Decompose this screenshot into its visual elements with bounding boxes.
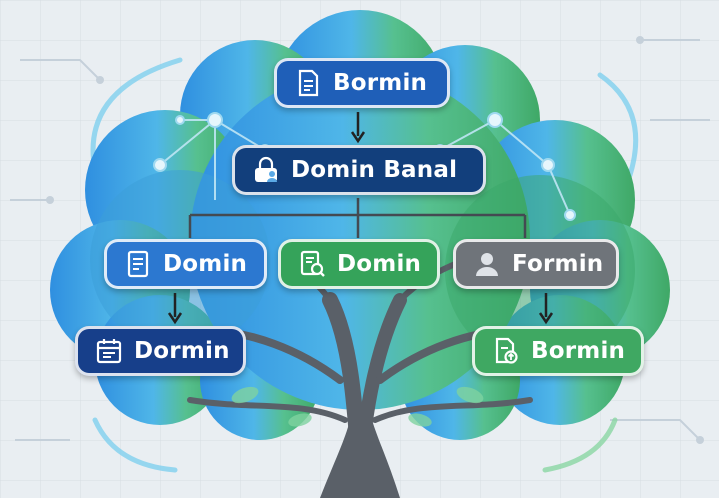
node-bottom-right-label: Bormin xyxy=(531,338,626,364)
node-top-label: Bormin xyxy=(333,70,428,96)
node-bottom-left-label: Dormin xyxy=(134,338,230,364)
node-left-label: Domin xyxy=(163,251,248,277)
document-icon xyxy=(298,69,319,97)
glow-arc-left xyxy=(90,57,183,173)
node-left[interactable]: Domin xyxy=(104,239,267,289)
circuit-dots xyxy=(46,36,704,444)
lock-user-icon xyxy=(255,156,277,182)
document-upload-icon xyxy=(495,337,518,364)
node-right-label: Formin xyxy=(512,251,604,277)
node-root-label: Domin Banal xyxy=(291,157,458,183)
user-icon xyxy=(476,253,498,276)
node-right[interactable]: Formin xyxy=(453,239,619,289)
circuit-lines xyxy=(10,39,710,441)
glow-arc-bottom-left xyxy=(92,417,178,473)
node-center-label: Domin xyxy=(337,251,422,277)
tree-trunk xyxy=(320,420,400,498)
glow-arc-bottom-right xyxy=(542,417,618,473)
arrow-right-to-bottom-right xyxy=(538,293,554,325)
node-top[interactable]: Bormin xyxy=(274,58,450,108)
arrow-left-to-bottom-left xyxy=(167,293,183,325)
node-center[interactable]: Domin xyxy=(278,239,440,289)
node-root[interactable]: Domin Banal xyxy=(232,145,486,195)
glow-arc-right xyxy=(597,72,639,178)
arrow-top-to-root xyxy=(350,112,366,144)
node-bottom-right[interactable]: Bormin xyxy=(472,326,644,376)
form-icon xyxy=(127,250,149,278)
node-bottom-left[interactable]: Dormin xyxy=(75,326,246,376)
calendar-icon xyxy=(96,339,122,364)
connector-lines xyxy=(188,198,527,238)
search-document-icon xyxy=(300,250,325,277)
